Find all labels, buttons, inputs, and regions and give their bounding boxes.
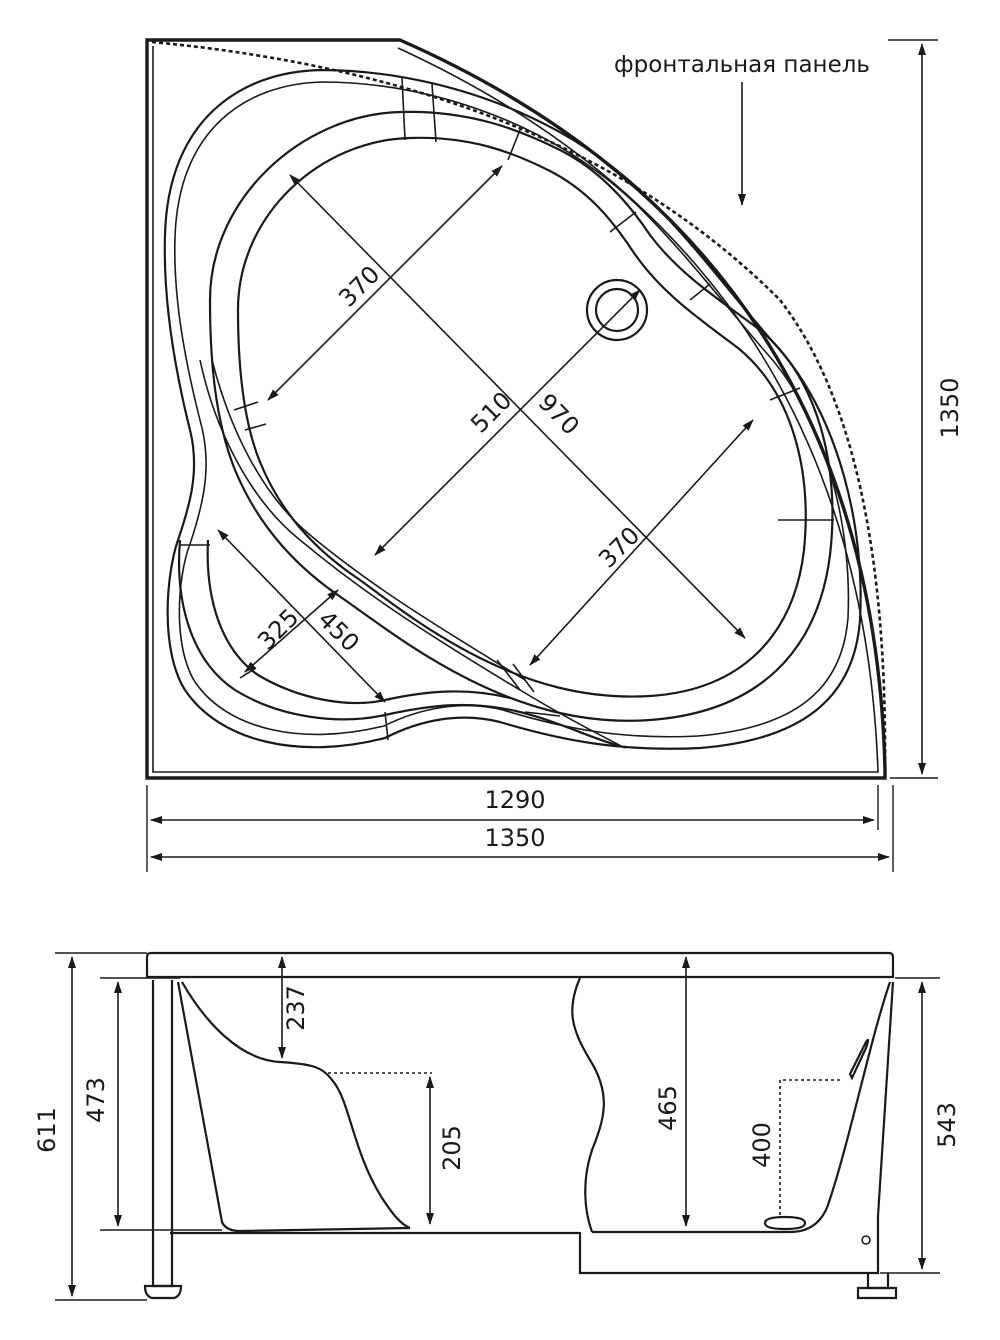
rim-slab	[145, 951, 895, 979]
drain-icon-side	[763, 1215, 807, 1231]
dim-label-473: 473	[82, 1077, 110, 1123]
side-view: 611 473 237 205 465 400 543	[33, 951, 961, 1301]
front-panel-edge	[151, 40, 887, 771]
right-panel	[578, 981, 895, 1275]
plan-outer-frame	[145, 38, 887, 780]
dim-label-370-upper: 370	[333, 260, 385, 312]
right-inner-wall	[592, 981, 892, 1234]
valve-knob	[861, 1235, 871, 1245]
dim-line-370-upper	[267, 165, 503, 401]
dim-label-1350-vertical: 1350	[936, 377, 964, 438]
drain-icon	[585, 278, 649, 342]
footwell-inner	[206, 539, 511, 705]
dim-label-543: 543	[933, 1102, 961, 1148]
dim-label-970: 970	[533, 388, 585, 440]
left-leg	[151, 980, 174, 1288]
left-leg-foot	[143, 1284, 183, 1300]
break-line	[571, 977, 605, 1233]
tub-basin-ledge	[208, 110, 834, 722]
dim-line-450	[217, 529, 386, 703]
dim-label-611: 611	[33, 1107, 61, 1153]
ledge-segments	[233, 77, 834, 693]
plan-view: 1350 фронтальная панель 1290 1350 970 37…	[145, 38, 964, 872]
dim-label-465: 465	[654, 1085, 682, 1131]
dim-label-1290: 1290	[484, 786, 545, 814]
tub-rim-inner	[173, 81, 850, 738]
plan-inner-frame	[152, 46, 879, 773]
tub-body-outline	[176, 981, 411, 1233]
dim-label-1350-horizontal: 1350	[484, 824, 545, 852]
front-panel-label: фронтальная панель	[614, 52, 870, 78]
footwell-outer	[178, 539, 621, 748]
tub-rim-outer	[163, 68, 862, 750]
seat-profile	[181, 981, 411, 1230]
dim-line-510	[374, 289, 641, 556]
dim-label-400: 400	[748, 1122, 776, 1168]
right-leg	[866, 1273, 890, 1290]
dim-label-510: 510	[465, 386, 517, 438]
overflow-icon	[848, 1038, 870, 1081]
right-leg-foot	[856, 1286, 898, 1300]
dim-label-205: 205	[438, 1125, 466, 1171]
dim-line-370-lower	[529, 419, 754, 666]
dim-label-237: 237	[282, 985, 310, 1031]
dim-label-450: 450	[313, 605, 365, 657]
